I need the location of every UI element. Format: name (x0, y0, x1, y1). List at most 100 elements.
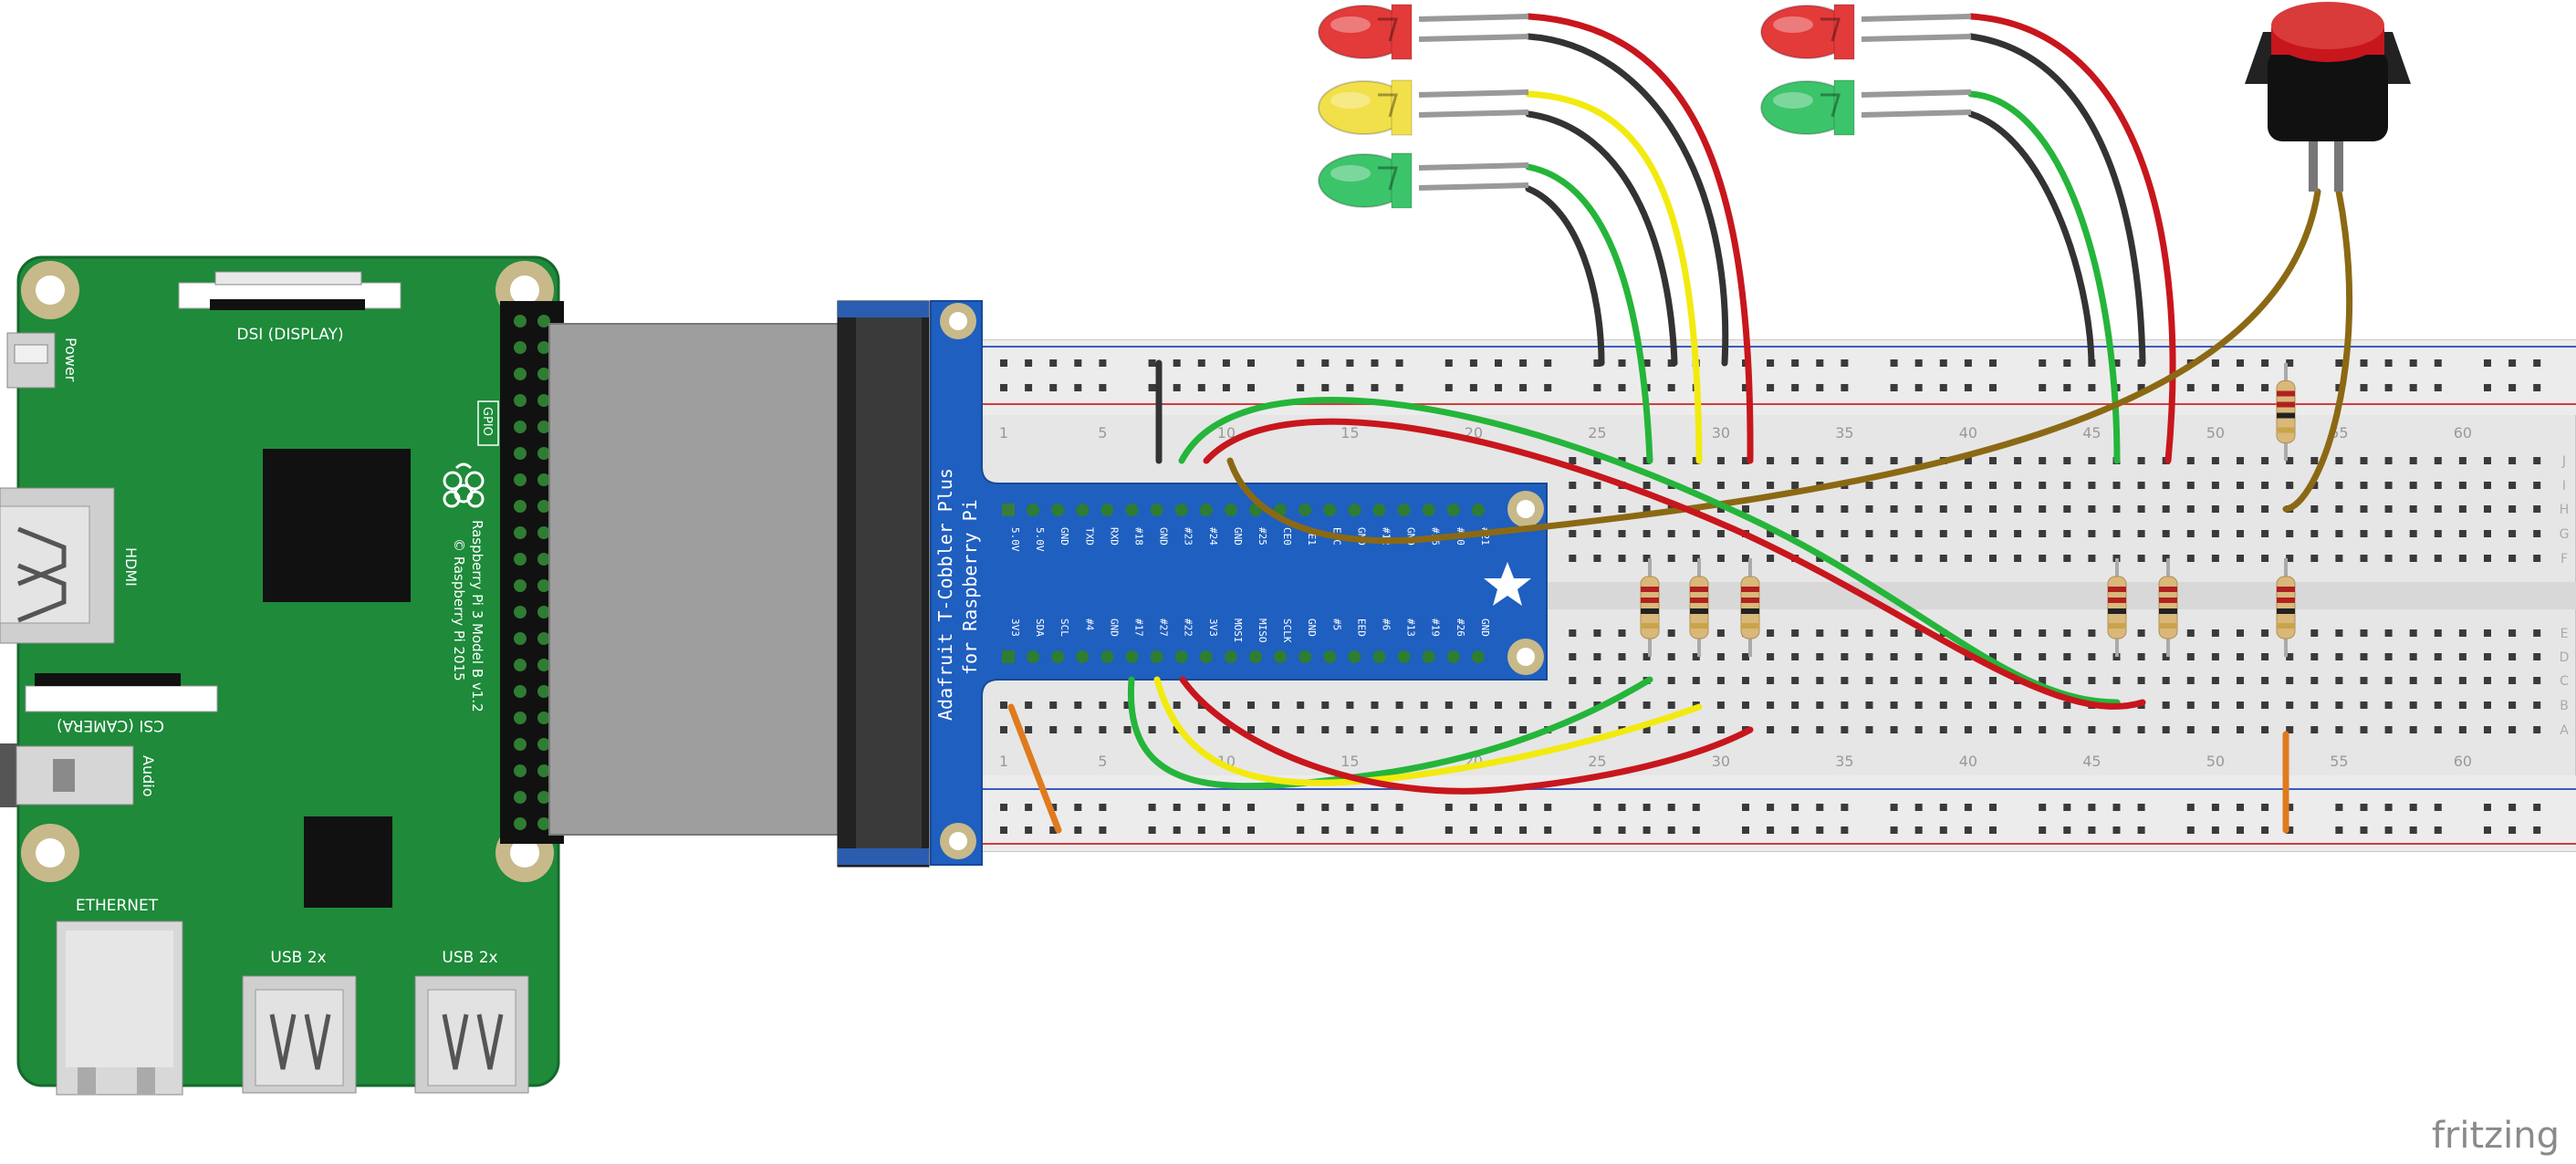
gpio-pin (514, 738, 527, 751)
terminal-hole (1989, 629, 1997, 637)
wire-yellow-bottom (1153, 676, 1703, 786)
hdmi-label: HDMI (122, 547, 140, 587)
terminal-hole (2409, 530, 2417, 537)
terminal-hole (2384, 530, 2393, 537)
terminal-hole (1939, 530, 1947, 537)
terminal-hole (2384, 677, 2393, 684)
terminal-hole (1618, 677, 1626, 684)
terminal-hole (1667, 726, 1675, 733)
terminal-hole (1742, 482, 1749, 489)
usb-label-2: USB 2x (442, 949, 497, 967)
terminal-hole (1816, 702, 1824, 709)
terminal-hole (2310, 726, 2319, 733)
gpio-pin (537, 606, 550, 618)
terminal-hole (1791, 726, 1799, 733)
terminal-hole (2508, 457, 2517, 464)
terminal-hole (2310, 530, 2319, 537)
terminal-hole (2434, 702, 2442, 709)
terminal-hole (1173, 702, 1181, 709)
rail-hole (2484, 359, 2491, 367)
cobbler-pcb (930, 300, 1548, 866)
terminal-hole (2508, 726, 2517, 733)
leds (1318, 4, 1972, 209)
rail-hole (1593, 359, 1601, 367)
rail-hole (1197, 826, 1205, 834)
rail-hole (1495, 384, 1502, 391)
cobbler-pin (1002, 650, 1015, 663)
terminal-hole (2335, 530, 2343, 537)
terminal-hole (2063, 555, 2071, 562)
rail-hole (1025, 384, 1033, 391)
cobbler-pin (1076, 504, 1090, 516)
terminal-hole (2014, 629, 2022, 637)
terminal-hole (1716, 457, 1725, 464)
terminal-hole (2434, 555, 2442, 562)
terminal-hole (1593, 505, 1601, 513)
rail-hole (1000, 384, 1007, 391)
terminal-hole (2508, 702, 2517, 709)
terminal-hole (2039, 555, 2047, 562)
terminal-hole (2237, 653, 2244, 660)
terminal-hole (2014, 702, 2022, 709)
cobbler-pin-label: GND (1232, 527, 1244, 546)
rail-hole (1395, 359, 1403, 367)
terminal-hole (1593, 629, 1601, 637)
terminal-hole (2211, 530, 2219, 537)
raspberry-logo-icon (443, 462, 485, 508)
rail-hole (1148, 826, 1156, 834)
rail-hole (1074, 826, 1082, 834)
rail-hole (1444, 826, 1453, 834)
terminal-hole (1692, 653, 1700, 660)
terminal-hole (1989, 677, 1997, 684)
terminal-hole (1791, 505, 1799, 513)
terminal-hole (1890, 726, 1898, 733)
row-letter: A (2560, 723, 2569, 738)
terminal-hole (2434, 726, 2442, 733)
cobbler-pin-label: 5.0V (1009, 527, 1021, 552)
rail-hole (2186, 804, 2195, 811)
terminal-hole (2261, 457, 2269, 464)
terminal-hole (2261, 726, 2269, 733)
terminal-hole (2014, 482, 2022, 489)
cobbler-pin-label: GND (1059, 527, 1070, 546)
terminal-hole (1643, 555, 1651, 562)
terminal-hole (2063, 653, 2071, 660)
rail-hole (1099, 804, 1107, 811)
terminal-hole (2384, 702, 2393, 709)
terminal-hole (1767, 482, 1775, 489)
terminal-hole (1297, 702, 1305, 709)
rail-hole (1742, 384, 1749, 391)
cobbler-pin-label: GND (1306, 618, 1318, 637)
terminal-hole (1222, 702, 1230, 709)
wire-button-brown-2 (2282, 188, 2353, 513)
rail-hole (2186, 384, 2195, 391)
rail-hole (1989, 384, 1997, 391)
terminal-hole (2484, 726, 2491, 733)
terminal-hole (2409, 726, 2417, 733)
usb-label-1: USB 2x (270, 949, 326, 967)
terminal-hole (1346, 702, 1354, 709)
terminal-hole (1099, 702, 1107, 709)
terminal-hole (2384, 505, 2393, 513)
cobbler-pin (1174, 650, 1188, 663)
terminal-hole (1716, 555, 1725, 562)
rail-hole (2063, 804, 2071, 811)
rail-hole (1346, 359, 1354, 367)
rail-hole (2384, 826, 2393, 834)
terminal-hole (1569, 702, 1577, 709)
terminal-hole (2162, 482, 2170, 489)
rail-hole (2039, 384, 2047, 391)
rail-hole (1544, 384, 1552, 391)
terminal-hole (2360, 726, 2368, 733)
terminal-hole (2533, 505, 2541, 513)
terminal-hole (2014, 555, 2022, 562)
rail-hole (2237, 826, 2244, 834)
wire-led2-yellow (1525, 90, 1703, 464)
terminal-hole (2286, 677, 2294, 684)
terminal-hole (2409, 505, 2417, 513)
cobbler-pin-label: GND (1108, 618, 1120, 637)
terminal-hole (2237, 555, 2244, 562)
terminal-hole (2137, 505, 2145, 513)
terminal-hole (2310, 555, 2319, 562)
terminal-hole (2286, 653, 2294, 660)
